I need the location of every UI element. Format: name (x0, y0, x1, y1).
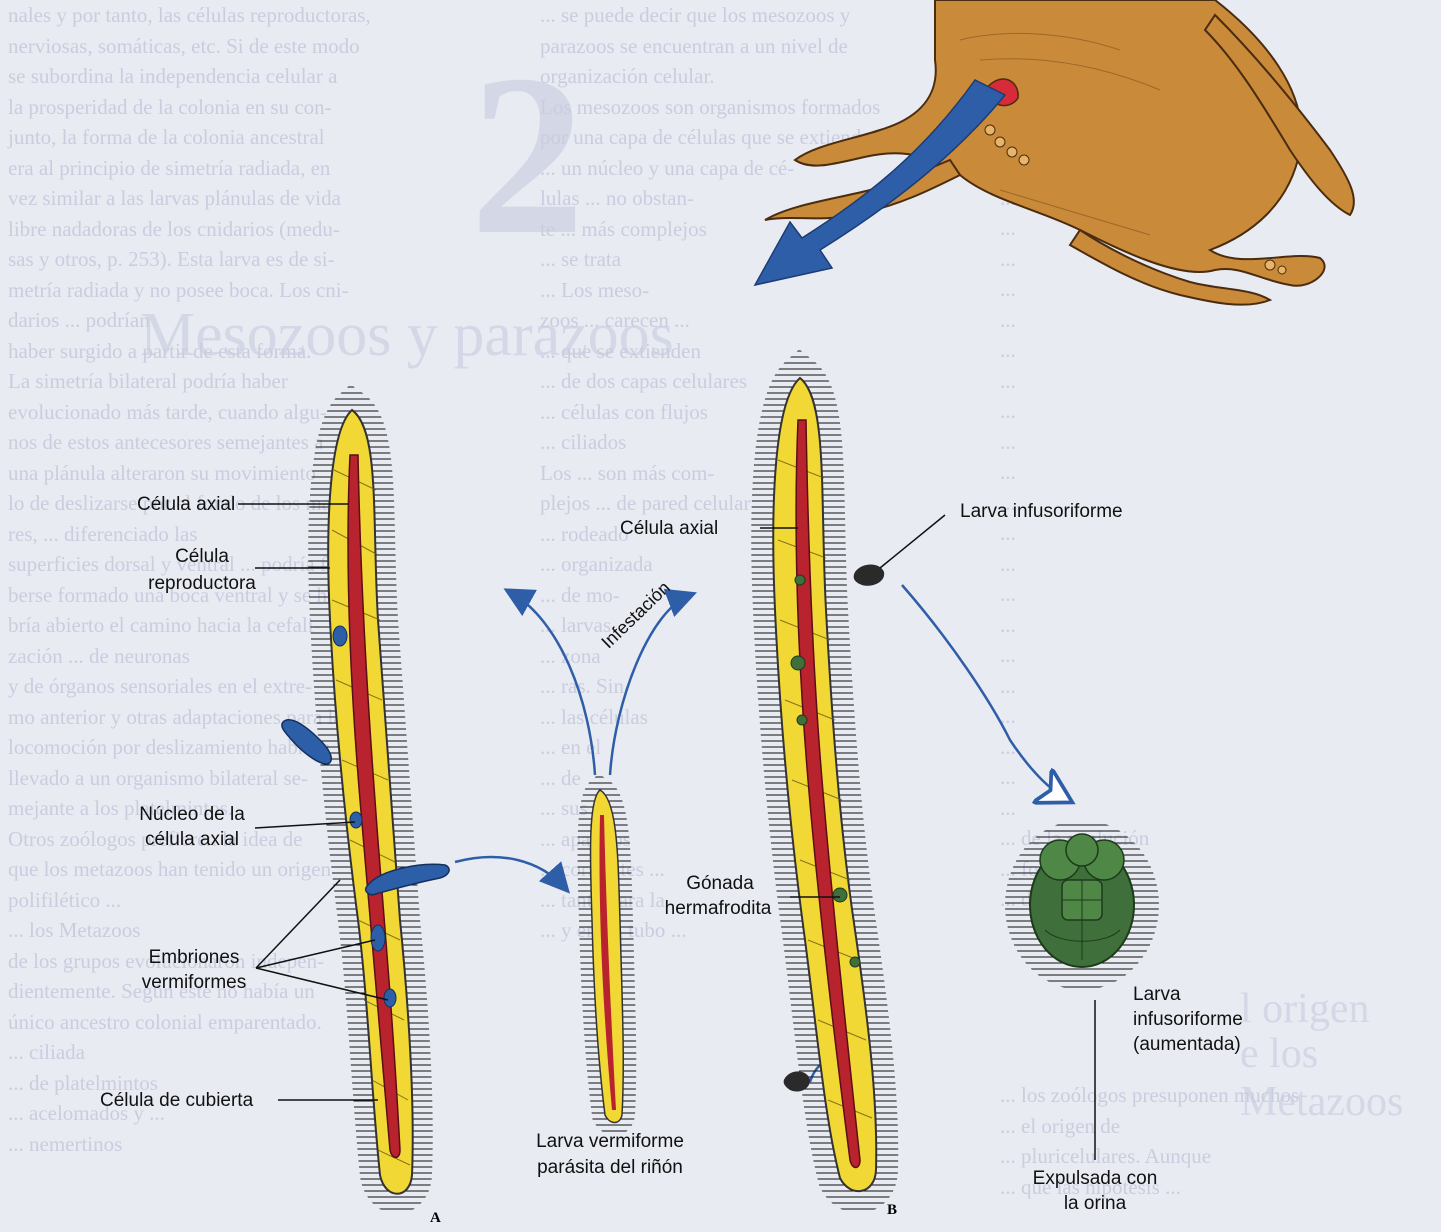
label-reproductive-cell-1: Célula (152, 545, 252, 568)
label-embryos-2: vermiformes (136, 971, 252, 994)
enlarged-larva (1020, 834, 1144, 975)
octopus-icon (765, 0, 1354, 305)
label-axial-cell-b: Célula axial (620, 517, 718, 540)
label-axial-cell-a: Célula axial (137, 493, 235, 516)
label-axial-nucleus-1: Núcleo de la (132, 803, 252, 826)
panel-a-letter: A (430, 1210, 441, 1226)
label-gonad-2: hermafrodita (648, 897, 788, 920)
label-gonad-1: Gónada (660, 872, 780, 895)
worm-a (282, 410, 449, 1194)
panel-b-letter: B (887, 1202, 897, 1218)
vermiform-larva-small (590, 790, 623, 1123)
worm-b (773, 378, 876, 1191)
label-vermiform-2: parásita del riñón (515, 1156, 705, 1179)
label-infusoriform-larva: Larva infusoriforme (960, 500, 1123, 523)
label-embryos-1: Embriones (136, 946, 252, 969)
label-vermiform-1: Larva vermiforme (515, 1130, 705, 1153)
label-cover-cell: Célula de cubierta (100, 1089, 253, 1112)
label-enlarged-3: (aumentada) (1133, 1033, 1241, 1056)
label-enlarged-2: infusoriforme (1133, 1008, 1243, 1031)
label-axial-nucleus-2: célula axial (132, 828, 252, 851)
label-enlarged-1: Larva (1133, 983, 1181, 1006)
label-expelled-1: Expulsada con (1000, 1167, 1190, 1190)
label-reproductive-cell-2: reproductora (142, 572, 262, 595)
label-expelled-2: la orina (1000, 1192, 1190, 1215)
large-arrow-icon (755, 80, 1005, 285)
